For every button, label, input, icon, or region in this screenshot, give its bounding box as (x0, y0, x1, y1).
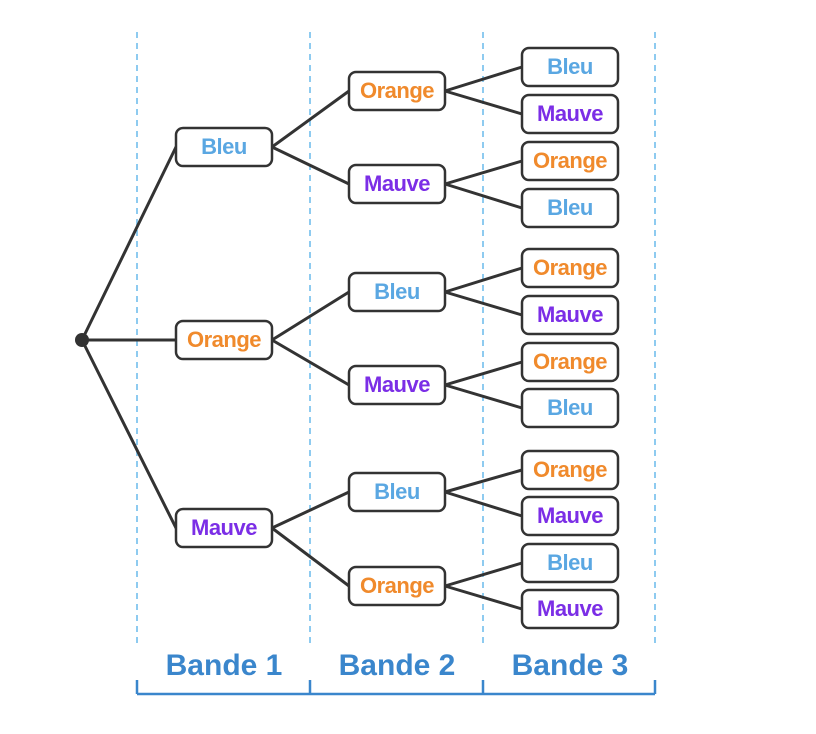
node-label: Bleu (201, 134, 247, 159)
node-label: Bleu (547, 54, 593, 79)
edge-b2-b3 (443, 89, 524, 116)
node-label: Mauve (537, 503, 603, 528)
node-box (174, 319, 274, 361)
band2-node: Bleu (347, 471, 447, 513)
edge-b2-b3 (443, 290, 524, 317)
node-label: Mauve (537, 101, 603, 126)
band3-node: Bleu (520, 542, 620, 584)
band3-node: Mauve (520, 294, 620, 336)
node-box (520, 542, 620, 584)
node-box (347, 271, 447, 313)
edge-b1-b2 (270, 526, 351, 588)
edge-b2-b3 (443, 468, 524, 494)
band1-node-3: Mauve (174, 507, 274, 549)
node-box (347, 70, 447, 112)
band2-node: Mauve (347, 364, 447, 406)
node-label: Bleu (374, 479, 420, 504)
node-label: Mauve (537, 302, 603, 327)
band3-node: Mauve (520, 588, 620, 630)
node-box (520, 187, 620, 229)
band3-node: Orange (520, 247, 620, 289)
band3-node: Orange (520, 140, 620, 182)
node-label: Orange (187, 327, 261, 352)
node-label: Mauve (364, 171, 430, 196)
band3-node: Orange (520, 341, 620, 383)
node-box (347, 163, 447, 205)
node-label: Bleu (547, 550, 593, 575)
node-label: Mauve (191, 515, 257, 540)
edge-root-b1-3 (80, 338, 178, 530)
band-label-2: Bande 2 (339, 649, 456, 682)
band3-node: Orange (520, 449, 620, 491)
band3-node: Bleu (520, 187, 620, 229)
node-label: Bleu (374, 279, 420, 304)
node-box (520, 140, 620, 182)
edge-b1-b2 (270, 145, 351, 186)
edge-b1-b2 (270, 490, 351, 530)
node-box (520, 495, 620, 537)
edge-b2-b3 (443, 159, 524, 186)
node-label: Mauve (364, 372, 430, 397)
node-box (520, 46, 620, 88)
edge-root-b1-1 (80, 145, 178, 342)
band-label-1: Bande 1 (166, 649, 283, 682)
edge-b2-b3 (443, 584, 524, 611)
node-box (520, 294, 620, 336)
band-label-3: Bande 3 (512, 649, 629, 682)
edge-b2-b3 (443, 182, 524, 210)
band1-node-1: Bleu (174, 126, 274, 168)
node-box (347, 471, 447, 513)
node-label: Orange (360, 78, 434, 103)
band2-node: Orange (347, 70, 447, 112)
node-box (347, 364, 447, 406)
node-box (520, 588, 620, 630)
node-label: Orange (533, 255, 607, 280)
node-box (520, 93, 620, 135)
node-label: Orange (533, 148, 607, 173)
edge-b1-b2 (270, 89, 351, 149)
node-box (520, 341, 620, 383)
node-label: Orange (360, 573, 434, 598)
node-box (520, 247, 620, 289)
node-label: Orange (533, 349, 607, 374)
node-box (520, 449, 620, 491)
edge-b2-b3 (443, 383, 524, 410)
edge-b2-b3 (443, 65, 524, 93)
edge-b2-b3 (443, 561, 524, 588)
band1-node-2: Orange (174, 319, 274, 361)
edge-b2-b3 (443, 360, 524, 387)
node-box (347, 565, 447, 607)
node-box (174, 507, 274, 549)
band3-node: Mauve (520, 495, 620, 537)
node-label: Bleu (547, 395, 593, 420)
node-label: Bleu (547, 195, 593, 220)
edge-b2-b3 (443, 266, 524, 294)
band2-node: Orange (347, 565, 447, 607)
band3-node: Mauve (520, 93, 620, 135)
edge-b1-b2 (270, 338, 351, 387)
band2-node: Mauve (347, 163, 447, 205)
node-label: Mauve (537, 596, 603, 621)
node-label: Orange (533, 457, 607, 482)
edge-b2-b3 (443, 490, 524, 518)
edge-b1-b2 (270, 290, 351, 342)
band3-node: Bleu (520, 46, 620, 88)
node-box (174, 126, 274, 168)
root-node-dot (75, 333, 89, 347)
node-box (520, 387, 620, 429)
band3-node: Bleu (520, 387, 620, 429)
band2-node: Bleu (347, 271, 447, 313)
